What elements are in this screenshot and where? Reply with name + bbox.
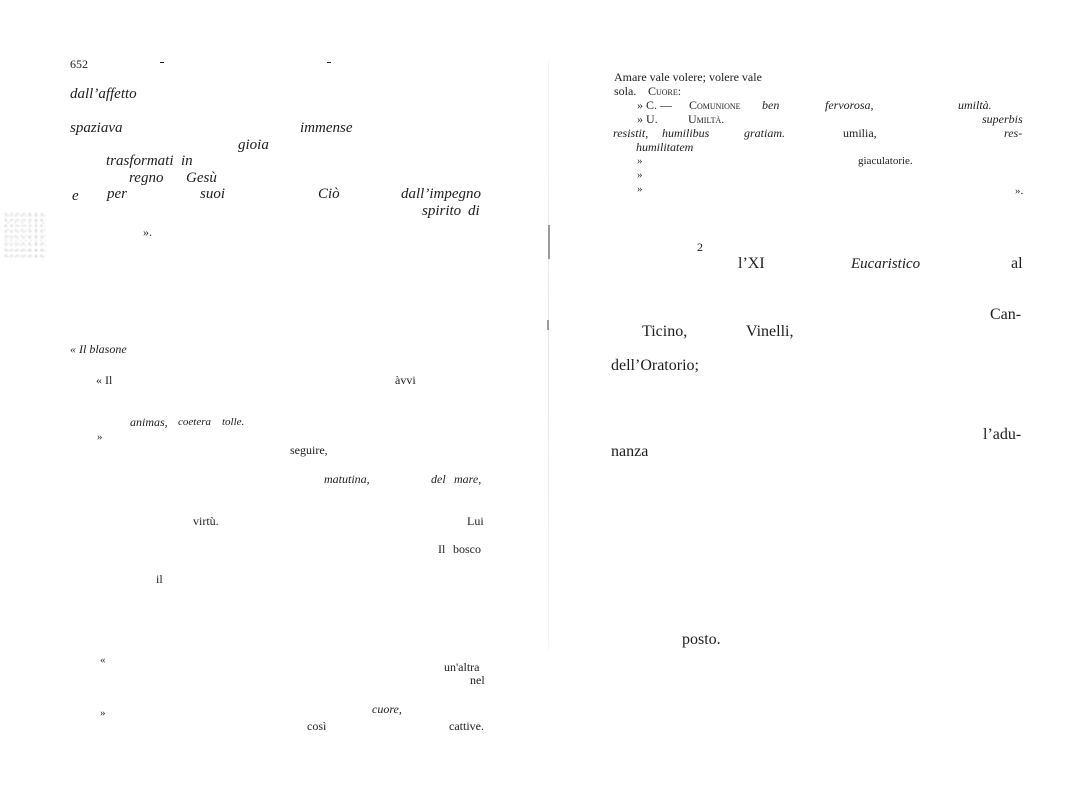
word: in [181, 153, 193, 169]
word: Amare vale volere; volere vale [614, 70, 762, 84]
word: ». [143, 225, 152, 239]
footnote-number: 2 [697, 240, 703, 254]
word: » [100, 707, 106, 719]
word: seguire, [290, 443, 328, 457]
gutter-mark [547, 320, 549, 330]
word: mare, [454, 472, 482, 486]
word: Can- [990, 306, 1022, 323]
word: e [72, 188, 79, 204]
word: del [431, 472, 446, 486]
word: immense [300, 120, 353, 136]
word: virtù. [193, 514, 219, 528]
word: animas, [130, 415, 168, 429]
page-gutter [548, 60, 549, 650]
word: posto. [682, 631, 721, 648]
word: Lui [467, 514, 484, 528]
word: trasformati [106, 153, 174, 169]
word: cuore, [372, 702, 402, 716]
word: umilia, [843, 126, 877, 140]
word: così [307, 719, 327, 733]
word: matutina, [324, 472, 370, 486]
header-mark [160, 62, 164, 63]
word: tolle. [222, 416, 245, 428]
word: superbis [982, 112, 1023, 126]
word: Cuore: [648, 84, 682, 98]
word: Ciò [318, 186, 340, 202]
word: « [100, 654, 106, 666]
word: fervorosa, [825, 98, 874, 112]
word: Il [438, 542, 446, 556]
header-mark [327, 62, 331, 63]
word: Comunione [689, 98, 741, 112]
word: umiltà. [958, 98, 992, 112]
word: » [637, 169, 643, 181]
word: regno [129, 170, 164, 186]
word: nanza [611, 443, 649, 460]
word: ». [1015, 185, 1024, 197]
word: humilibus [662, 126, 710, 140]
word: Eucaristico [851, 256, 921, 272]
left-margin-smudge [4, 212, 46, 258]
word: di [468, 203, 480, 219]
word: res- [1004, 126, 1023, 140]
word: Ticino, [642, 323, 688, 340]
word: dall’impegno [401, 186, 481, 202]
word: spaziava [70, 120, 123, 136]
word: » C. — [637, 98, 673, 112]
word: àvvi [395, 373, 416, 387]
word: giaculatorie. [858, 155, 913, 167]
word: l’adu- [983, 426, 1022, 443]
gutter-mark [548, 225, 550, 259]
word: sola. [614, 84, 637, 98]
word: gratiam. [744, 126, 786, 140]
word: resistit, [613, 126, 649, 140]
word: » [97, 431, 103, 443]
word: humilitatem [636, 140, 694, 154]
word: suoi [200, 186, 226, 202]
word: il [156, 572, 163, 586]
word: spirito [422, 203, 462, 219]
word: gioia [238, 137, 269, 153]
word: dall’affetto [70, 86, 137, 102]
word: ben [762, 98, 780, 112]
word: » [637, 183, 643, 195]
word: » [637, 155, 643, 167]
word: l’XI [738, 255, 765, 272]
word: per [107, 186, 127, 202]
word: dell’Oratorio; [611, 357, 699, 374]
word: « Il blasone [70, 342, 127, 356]
word: nel [470, 673, 485, 687]
word: « Il [96, 373, 113, 387]
word: Vinelli, [746, 323, 794, 340]
word: al [1011, 255, 1023, 272]
word: bosco [453, 542, 481, 556]
word: Umiltà. [688, 112, 725, 126]
word: cattive. [449, 719, 484, 733]
word: Gesù [186, 170, 217, 186]
word: » U. [637, 112, 658, 126]
word: coetera [178, 416, 211, 428]
word: un'altra [444, 660, 480, 674]
page-number: 652 [70, 57, 88, 71]
